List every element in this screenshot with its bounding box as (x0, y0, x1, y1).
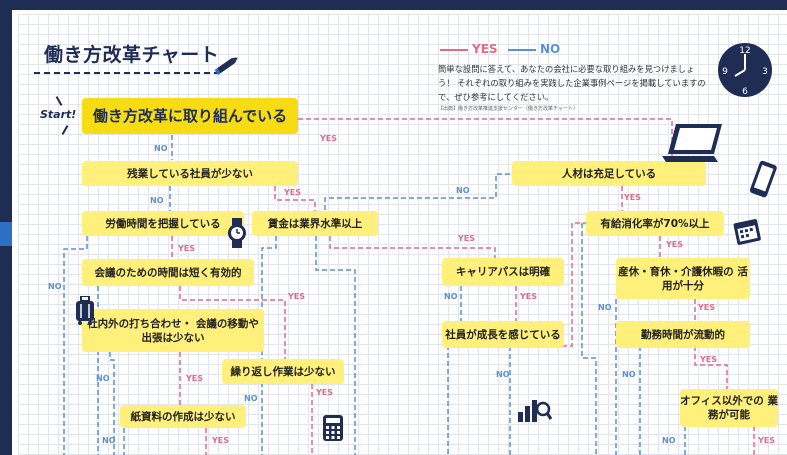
clock-number-12: 12 (739, 46, 750, 56)
label-yes: YES (698, 303, 716, 312)
calculator-icon (323, 415, 343, 441)
clock-number-9: 9 (722, 67, 728, 77)
smartphone-icon (749, 160, 777, 198)
label-no: NO (598, 303, 612, 312)
label-yes: YES (288, 292, 306, 301)
clock-number-6: 6 (742, 87, 748, 97)
label-yes: YES (458, 234, 476, 243)
label-no: NO (154, 144, 168, 153)
legend-no-label: NO (540, 42, 561, 56)
clock-icon: 12 3 6 9 (718, 43, 772, 97)
node-staff: 人材は充足している (512, 161, 706, 186)
label-no: NO (48, 282, 62, 291)
node-labor-time: 労働時間を把握している (82, 211, 244, 236)
node-leave: 有給消化率が70%以上 (586, 211, 724, 236)
node-growth: 社員が成長を感じている (442, 321, 564, 348)
node-paper: 紙資料の作成は少ない (120, 405, 246, 428)
node-childcare: 産休・育休・介護休暇の 活用が十分 (616, 258, 750, 299)
node-repeat: 繰り返し作業は少ない (222, 359, 344, 384)
laptop-icon (662, 124, 722, 162)
node-remote: オフィス以外での 業務が可能 (680, 389, 778, 427)
page-title: 働き方改革チャート (44, 44, 220, 66)
label-yes: YES (700, 355, 718, 364)
label-yes: YES (284, 188, 302, 197)
label-yes: YES (186, 374, 204, 383)
label-yes: YES (178, 244, 196, 253)
label-no: NO (96, 374, 110, 383)
label-no: NO (244, 394, 258, 403)
frame-left-accent (0, 222, 12, 246)
node-wage: 賃金は業界水準以上 (252, 211, 378, 236)
node-internal: 社内外の打ち合わせ・ 会議の移動や出張は少ない (82, 309, 264, 352)
legend-no-line (508, 49, 536, 51)
intro-text: 簡単な設問に答えて、あなたの会社に必要な取り組みを見つけましょう！ それぞれの取… (438, 64, 706, 102)
node-overtime: 残業している社員が少ない (82, 161, 298, 186)
suitcase-icon (76, 296, 94, 325)
connector-start-yes (298, 118, 673, 161)
legend-yes-label: YES (472, 42, 498, 56)
node-flex: 勤務時間が流動的 (616, 321, 750, 348)
label-no: NO (150, 196, 164, 205)
node-career: キャリアパスは明確 (442, 258, 564, 286)
wristwatch-icon (228, 218, 246, 248)
label-yes: YES (624, 193, 642, 202)
label-yes: YES (320, 134, 338, 143)
label-no: NO (444, 292, 458, 301)
frame-top-bar (0, 0, 787, 10)
label-yes: YES (316, 388, 334, 397)
clock-number-3: 3 (762, 67, 768, 77)
label-no: NO (496, 370, 510, 379)
pencil-icon (214, 57, 238, 75)
start-label: Start! (40, 108, 77, 121)
label-no: NO (102, 436, 116, 445)
label-no: NO (662, 436, 676, 445)
label-yes: YES (212, 436, 230, 445)
node-start: 働き方改革に取り組んでいる (82, 98, 298, 134)
label-yes: YES (520, 292, 538, 301)
label-yes: YES (758, 436, 776, 445)
calendar-icon (733, 219, 761, 245)
label-no: NO (622, 370, 636, 379)
label-yes: YES (666, 240, 684, 249)
label-no: NO (456, 186, 470, 195)
title-underline (34, 72, 220, 74)
chart-icon (518, 400, 552, 422)
node-meeting: 会議のための時間は短く有効的 (82, 259, 254, 286)
legend-yes-line (440, 49, 468, 51)
source-note: 【出典】働き方改革推進支援センター（働き方改革チャート） (438, 106, 578, 112)
